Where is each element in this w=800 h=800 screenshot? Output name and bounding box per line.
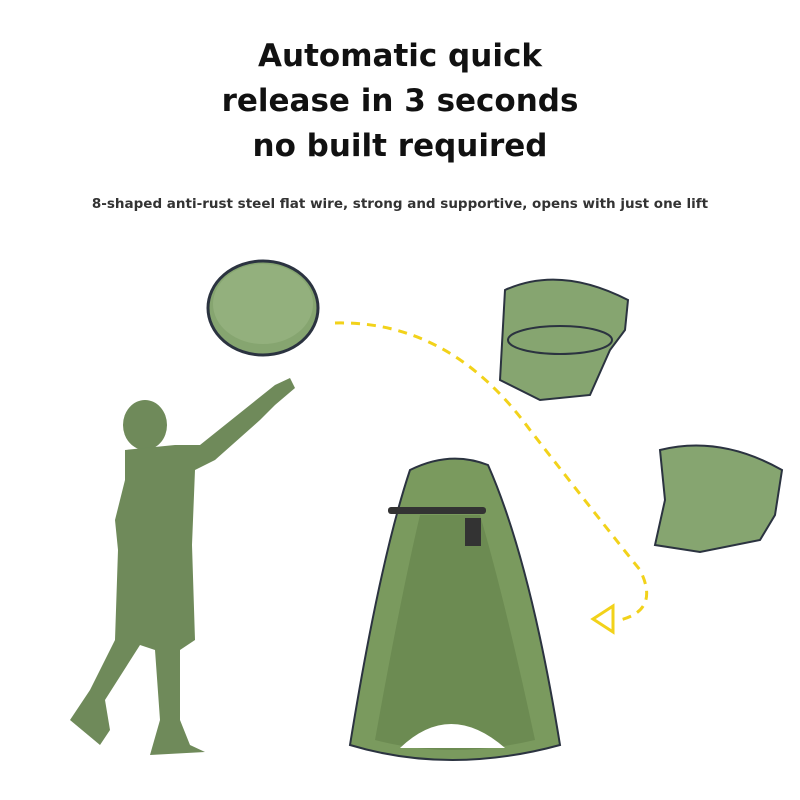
headline: Automatic quick release in 3 seconds no … [0,34,800,169]
half-open-tent-side [653,444,784,554]
open-pop-up-tent [348,457,562,761]
subtitle: 8-shaped anti-rust steel flat wire, stro… [91,196,709,212]
headline-line-3: no built required [252,128,548,164]
headline-line-2: release in 3 seconds [221,83,579,119]
headline-line-1: Automatic quick [258,38,542,74]
folded-tent-disc [206,259,320,357]
arrowhead-icon [590,603,615,635]
person-silhouette [70,378,295,755]
half-open-tent-top [498,278,630,402]
